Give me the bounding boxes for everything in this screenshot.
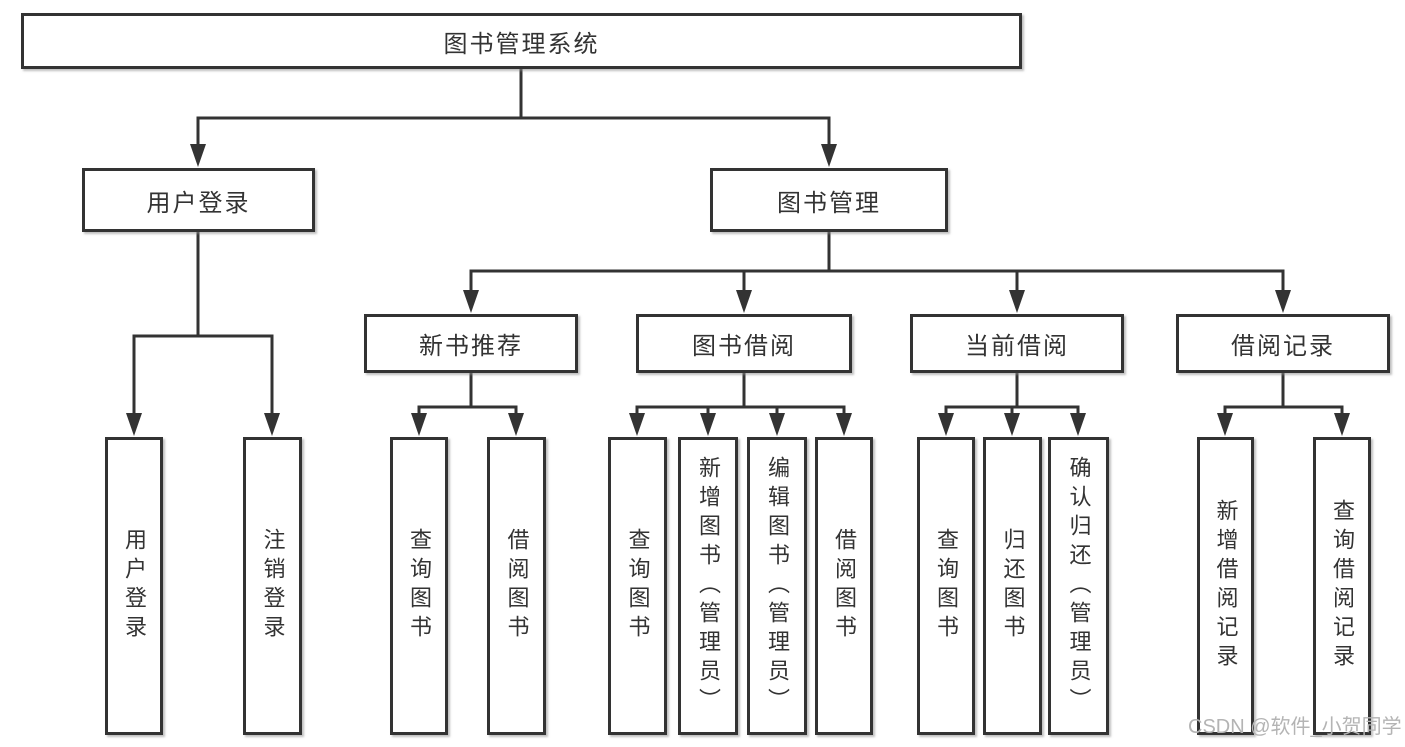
connector-book-borrow-children (629, 371, 852, 436)
connector-user-login-children (126, 230, 280, 436)
node-label: 图书借阅 (692, 333, 796, 360)
arrowhead-down (1070, 413, 1086, 436)
node-label: 查询图书 (407, 528, 432, 644)
arrowhead-down (1009, 290, 1025, 313)
node-book-management: 图书管理 (710, 168, 948, 232)
node-leaf-borrow-books-2: 借阅图书 (815, 437, 873, 735)
node-leaf-confirm-return-admin: 确认归还（管理员） (1048, 437, 1109, 735)
node-label: 新增借阅记录 (1213, 499, 1239, 673)
arrowhead-down (126, 413, 142, 436)
node-label: 查询图书 (625, 528, 651, 644)
node-current-borrow: 当前借阅 (910, 314, 1124, 373)
arrowhead-down (1334, 413, 1350, 436)
node-label: 归还图书 (1000, 528, 1026, 644)
node-label: 新增图书（管理员） (696, 455, 721, 717)
connector-root-to-level2 (190, 67, 837, 167)
node-label: 查询借阅记录 (1330, 499, 1355, 673)
node-label: 借阅记录 (1231, 333, 1335, 360)
arrowhead-down (821, 144, 837, 167)
node-leaf-return-books: 归还图书 (983, 437, 1042, 735)
arrowhead-down (264, 413, 280, 436)
node-label: 借阅图书 (832, 528, 857, 644)
connector-borrow-records-children (1217, 371, 1350, 436)
arrowhead-down (1004, 413, 1020, 436)
node-leaf-edit-books-admin: 编辑图书（管理员） (747, 437, 807, 735)
arrowhead-down (463, 290, 479, 313)
node-label: 图书管理系统 (443, 30, 600, 58)
arrowhead-down (1217, 413, 1233, 436)
node-label: 用户登录 (122, 528, 147, 644)
node-leaf-user-login: 用户登录 (105, 437, 163, 735)
node-leaf-query-books-3: 查询图书 (917, 437, 975, 735)
node-leaf-query-books-2: 查询图书 (608, 437, 667, 735)
arrowhead-down (836, 413, 852, 436)
node-leaf-query-books-1: 查询图书 (390, 437, 448, 735)
arrowhead-down (736, 290, 752, 313)
node-leaf-query-borrow-record: 查询借阅记录 (1313, 437, 1371, 735)
arrowhead-down (629, 413, 645, 436)
csdn-watermark: CSDN @软件_小贺同学 (1188, 716, 1402, 738)
node-label: 借阅图书 (504, 528, 530, 644)
arrowhead-down (411, 413, 427, 436)
connector-new-book-recommend-children (411, 371, 524, 436)
node-label: 确认归还（管理员） (1066, 455, 1092, 717)
node-label: 新书推荐 (419, 333, 523, 360)
connector-book-management-children (463, 230, 1291, 313)
arrowhead-down (190, 144, 206, 167)
connector-current-borrow-children (938, 371, 1086, 436)
node-label: 查询图书 (934, 528, 959, 644)
arrowhead-down (700, 413, 716, 436)
node-label: 编辑图书（管理员） (765, 455, 790, 717)
node-new-book-recommend: 新书推荐 (364, 314, 578, 373)
node-label: 当前借阅 (965, 333, 1069, 360)
node-leaf-add-books-admin: 新增图书（管理员） (678, 437, 738, 735)
arrowhead-down (1275, 290, 1291, 313)
node-root-library-management-system: 图书管理系统 (21, 13, 1022, 69)
node-label: 注销登录 (260, 528, 286, 644)
arrowhead-down (508, 413, 524, 436)
arrowhead-down (769, 413, 785, 436)
node-book-borrow: 图书借阅 (636, 314, 852, 373)
node-leaf-add-borrow-record: 新增借阅记录 (1197, 437, 1254, 735)
node-borrow-records: 借阅记录 (1176, 314, 1390, 373)
node-user-login: 用户登录 (82, 168, 315, 232)
node-label: 图书管理 (777, 189, 881, 217)
node-leaf-logout: 注销登录 (243, 437, 302, 735)
node-label: 用户登录 (146, 189, 251, 217)
arrowhead-down (938, 413, 954, 436)
node-leaf-borrow-books-1: 借阅图书 (487, 437, 546, 735)
